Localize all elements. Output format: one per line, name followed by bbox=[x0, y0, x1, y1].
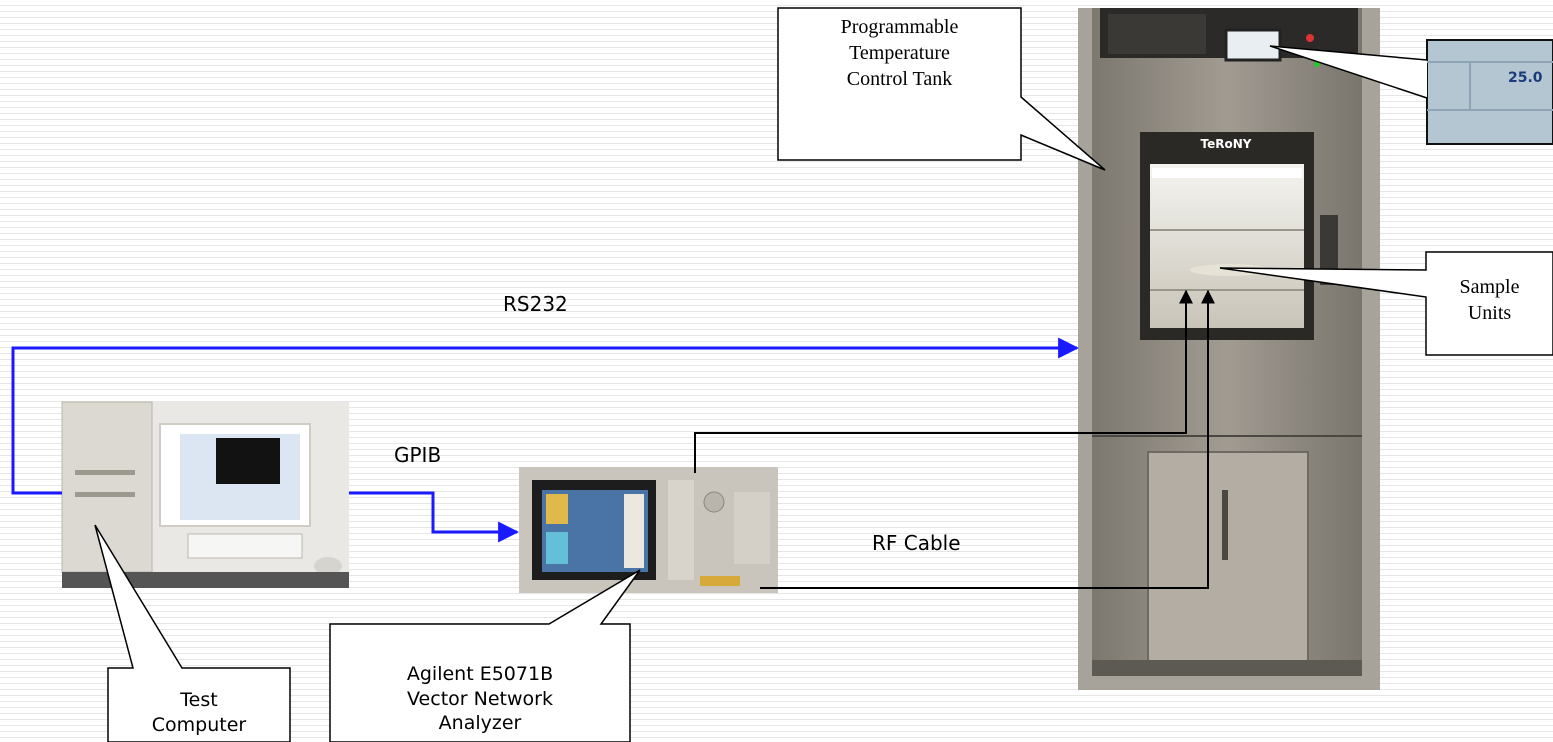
chamber-brand-mark: TeRoNY bbox=[1201, 137, 1252, 151]
chamber-callout-text: Programmable Temperature Control Tank bbox=[778, 14, 1021, 92]
temperature-chamber-photo: TeRoNY bbox=[1078, 8, 1380, 690]
chamber-callout-line-2: Temperature bbox=[849, 42, 950, 64]
computer-callout-line-2: Computer bbox=[151, 713, 247, 736]
display-zoom-photo: 25.0 bbox=[1426, 39, 1553, 145]
analyzer-callout-line-3: Analyzer bbox=[438, 712, 522, 735]
test-computer-photo bbox=[61, 401, 349, 588]
analyzer-callout-text: Agilent E5071B Vector Network Analyzer bbox=[330, 662, 630, 736]
sample-callout-line-2: Units bbox=[1467, 302, 1512, 324]
gpib-connection-line bbox=[349, 491, 520, 543]
rf-cable-label: RF Cable bbox=[872, 531, 961, 555]
computer-callout-text: Test Computer bbox=[108, 688, 290, 737]
gpib-label: GPIB bbox=[394, 443, 442, 467]
chamber-callout-line-1: Programmable bbox=[840, 16, 959, 38]
display-readout: 25.0 bbox=[1508, 70, 1543, 86]
rf-cable-line-upper bbox=[694, 289, 1193, 473]
network-analyzer-photo bbox=[519, 467, 778, 593]
computer-callout-line-1: Test bbox=[180, 689, 218, 711]
computer-callout-box bbox=[94, 524, 291, 742]
chamber-callout-line-3: Control Tank bbox=[846, 68, 953, 90]
sample-callout-box bbox=[1219, 251, 1553, 356]
display-callout-pointer bbox=[1269, 45, 1428, 99]
sample-callout-text: Sample Units bbox=[1426, 274, 1553, 326]
analyzer-callout-line-2: Vector Network bbox=[407, 687, 553, 710]
analyzer-callout-line-1: Agilent E5071B bbox=[406, 663, 554, 685]
analyzer-callout-box bbox=[329, 569, 641, 742]
rs232-connection-line bbox=[11, 337, 1080, 495]
sample-callout-line-1: Sample bbox=[1459, 276, 1520, 298]
chamber-callout-box bbox=[777, 7, 1106, 171]
rs232-label: RS232 bbox=[503, 292, 568, 316]
rf-cable-line-lower bbox=[760, 289, 1215, 589]
